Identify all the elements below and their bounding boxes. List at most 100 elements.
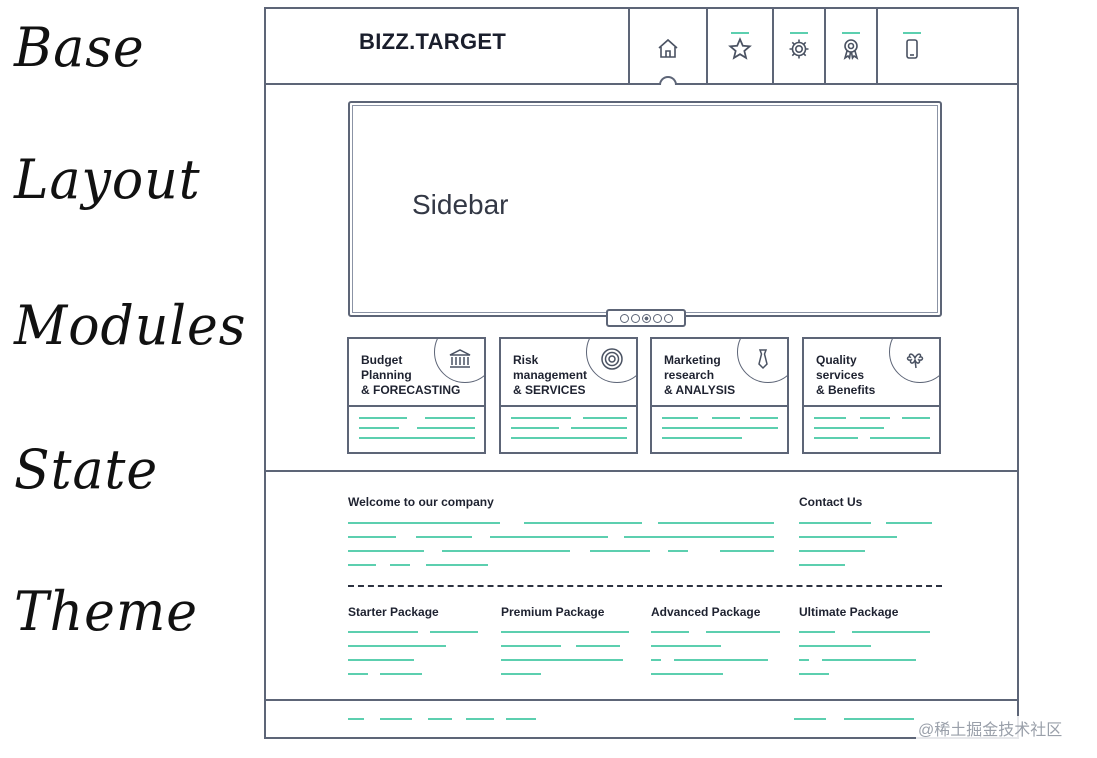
- placeholder-text-line: [902, 417, 930, 419]
- placeholder-text-line: [524, 522, 642, 524]
- placeholder-text-line: [359, 417, 407, 419]
- slider-label: Sidebar: [412, 189, 509, 220]
- placeholder-text-line: [348, 631, 418, 633]
- card-icon-circle: [586, 339, 636, 383]
- card-divider: [349, 405, 484, 407]
- label-modules: Modules: [14, 294, 247, 358]
- nav-favorites[interactable]: [706, 9, 772, 83]
- label-layout: Layout: [14, 148, 201, 212]
- placeholder-text-line: [706, 631, 780, 633]
- footer-divider: [266, 699, 1017, 701]
- placeholder-text-line: [674, 659, 768, 661]
- placeholder-text-line: [870, 437, 930, 439]
- site-header: BIZZ.TARGET: [266, 9, 1017, 85]
- placeholder-text-line: [794, 718, 826, 720]
- placeholder-text-line: [720, 550, 774, 552]
- placeholder-text-line: [501, 673, 541, 675]
- placeholder-text-line: [426, 564, 488, 566]
- dashed-divider: [348, 585, 942, 587]
- placeholder-text-line: [416, 536, 472, 538]
- placeholder-text-line: [506, 718, 536, 720]
- hero-slider: Sidebar: [348, 101, 942, 327]
- card-icon-circle: [737, 339, 787, 383]
- placeholder-text-line: [583, 417, 627, 419]
- placeholder-text-line: [844, 718, 914, 720]
- contact-title: Contact Us: [799, 495, 863, 509]
- placeholder-text-line: [348, 645, 446, 647]
- placeholder-text-line: [501, 659, 623, 661]
- phone-icon: [906, 39, 918, 59]
- bank-icon: [449, 349, 471, 368]
- placeholder-text-line: [886, 522, 932, 524]
- placeholder-text-line: [799, 659, 809, 661]
- clover-icon: [906, 353, 924, 369]
- placeholder-text-line: [571, 427, 627, 429]
- star-icon: [728, 37, 752, 60]
- slider-dot-active[interactable]: [641, 313, 651, 323]
- placeholder-text-line: [624, 536, 774, 538]
- nav-awards[interactable]: [824, 9, 876, 83]
- placeholder-text-line: [348, 550, 424, 552]
- nav-settings[interactable]: [772, 9, 824, 83]
- slider-dot[interactable]: [619, 313, 629, 323]
- placeholder-text-line: [417, 427, 475, 429]
- home-icon: [658, 38, 678, 58]
- placeholder-text-line: [380, 673, 422, 675]
- placeholder-text-line: [428, 718, 452, 720]
- nav-home[interactable]: [628, 9, 706, 85]
- placeholder-text-line: [662, 427, 778, 429]
- placeholder-text-line: [662, 417, 698, 419]
- award-icon: [843, 39, 859, 60]
- label-base: Base: [14, 16, 145, 80]
- watermark: @稀土掘金技术社区: [916, 716, 1065, 740]
- placeholder-text-line: [511, 437, 627, 439]
- placeholder-text-line: [348, 659, 414, 661]
- placeholder-text-line: [799, 645, 871, 647]
- placeholder-text-line: [380, 718, 412, 720]
- placeholder-text-line: [799, 564, 845, 566]
- placeholder-text-line: [814, 417, 846, 419]
- slider-dot[interactable]: [652, 313, 662, 323]
- label-theme: Theme: [14, 580, 199, 644]
- placeholder-text-line: [822, 659, 916, 661]
- slider-dot[interactable]: [663, 313, 673, 323]
- placeholder-text-line: [590, 550, 650, 552]
- placeholder-text-line: [348, 536, 396, 538]
- website-wireframe: BIZZ.TARGET: [264, 7, 1019, 739]
- placeholder-text-line: [576, 645, 620, 647]
- label-state: State: [14, 438, 159, 502]
- placeholder-text-line: [390, 564, 410, 566]
- section-divider: [266, 470, 1017, 472]
- placeholder-text-line: [501, 631, 629, 633]
- nav-mobile[interactable]: [876, 9, 946, 83]
- placeholder-text-line: [359, 427, 399, 429]
- package-premium-title: Premium Package: [501, 605, 605, 619]
- slider-dot[interactable]: [630, 313, 640, 323]
- placeholder-text-line: [425, 417, 475, 419]
- slider-pagination: [606, 309, 686, 327]
- placeholder-text-line: [466, 718, 494, 720]
- placeholder-text-line: [359, 437, 475, 439]
- package-advanced-title: Advanced Package: [651, 605, 761, 619]
- placeholder-text-line: [799, 550, 865, 552]
- placeholder-text-line: [799, 673, 829, 675]
- package-ultimate-title: Ultimate Package: [799, 605, 899, 619]
- placeholder-text-line: [668, 550, 688, 552]
- card-icon-circle: [434, 339, 484, 383]
- target-icon: [601, 348, 623, 370]
- brand-logo[interactable]: BIZZ.TARGET: [359, 29, 507, 54]
- placeholder-text-line: [799, 631, 835, 633]
- card-divider: [501, 405, 636, 407]
- placeholder-text-line: [651, 673, 723, 675]
- placeholder-text-line: [651, 659, 661, 661]
- card-icon-circle: [889, 339, 939, 383]
- placeholder-text-line: [348, 564, 376, 566]
- placeholder-text-line: [490, 536, 608, 538]
